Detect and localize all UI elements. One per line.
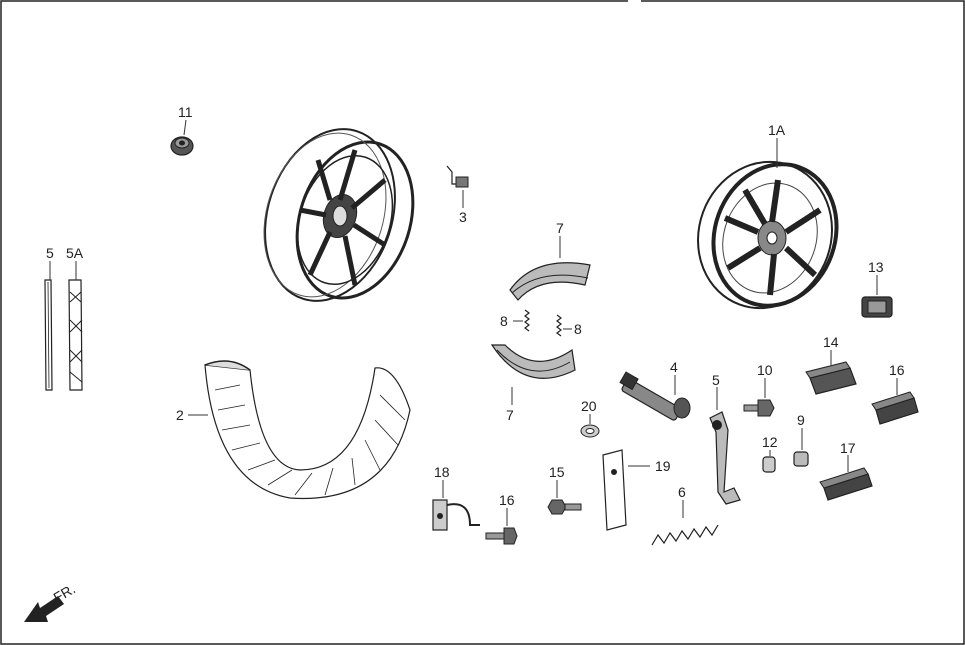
rim-band-part (44, 279, 53, 391)
callout-10: 10 (757, 362, 773, 378)
callout-11: 11 (178, 104, 193, 120)
callout-5-lever: 5 (712, 372, 720, 388)
rubber-damper-small-part (819, 467, 873, 501)
brake-spring-left-part (524, 309, 530, 332)
callout-18: 18 (434, 464, 450, 480)
wheel-assembly-part (697, 160, 839, 310)
callout-8-left: 8 (500, 313, 508, 329)
callout-2: 2 (176, 407, 184, 423)
callout-5: 5 (46, 245, 54, 261)
callout-8-right: 8 (574, 321, 582, 337)
callout-3: 3 (459, 209, 467, 225)
valve-part (446, 165, 469, 188)
callout-20: 20 (581, 398, 597, 414)
damper-block-part (861, 296, 893, 318)
callout-16-bottom: 16 (499, 492, 515, 508)
brake-shoe-upper-part (509, 262, 591, 301)
callout-6: 6 (678, 484, 686, 500)
brake-arm-part (709, 411, 741, 505)
cable-clamp-part (432, 499, 480, 531)
flange-bolt-part (743, 399, 775, 417)
callout-12: 12 (762, 434, 778, 450)
washer-part (580, 424, 600, 438)
callout-9: 9 (797, 412, 805, 428)
return-spring-part (651, 524, 719, 546)
callout-7-top: 7 (556, 220, 564, 236)
tire-liner-part (68, 279, 83, 391)
rubber-damper-right-part (871, 391, 919, 425)
callout-19: 19 (655, 458, 671, 474)
spacer-part (762, 456, 776, 473)
callout-7-bottom: 7 (506, 407, 514, 423)
nut-part (170, 136, 194, 156)
callout-15: 15 (549, 464, 565, 480)
callout-1a: 1A (768, 122, 786, 138)
indicator-plate-part (602, 449, 627, 531)
hex-bolt-part (547, 499, 582, 515)
clamp-bolt-part (485, 527, 518, 545)
rear-wheel-part (263, 128, 415, 302)
callout-17: 17 (840, 440, 856, 456)
callout-16-right: 16 (889, 362, 905, 378)
brake-cam-part (619, 371, 691, 421)
brake-shoe-lower-part (490, 344, 576, 379)
callout-4: 4 (670, 359, 678, 375)
brake-spring-right-part (556, 314, 562, 337)
pivot-collar-part (793, 451, 809, 467)
tire-part (204, 360, 411, 500)
callout-14: 14 (823, 334, 839, 350)
rubber-damper-large-part (805, 361, 857, 395)
callout-5a: 5A (66, 245, 84, 261)
callout-13: 13 (868, 259, 884, 275)
front-direction-arrow (24, 596, 64, 622)
